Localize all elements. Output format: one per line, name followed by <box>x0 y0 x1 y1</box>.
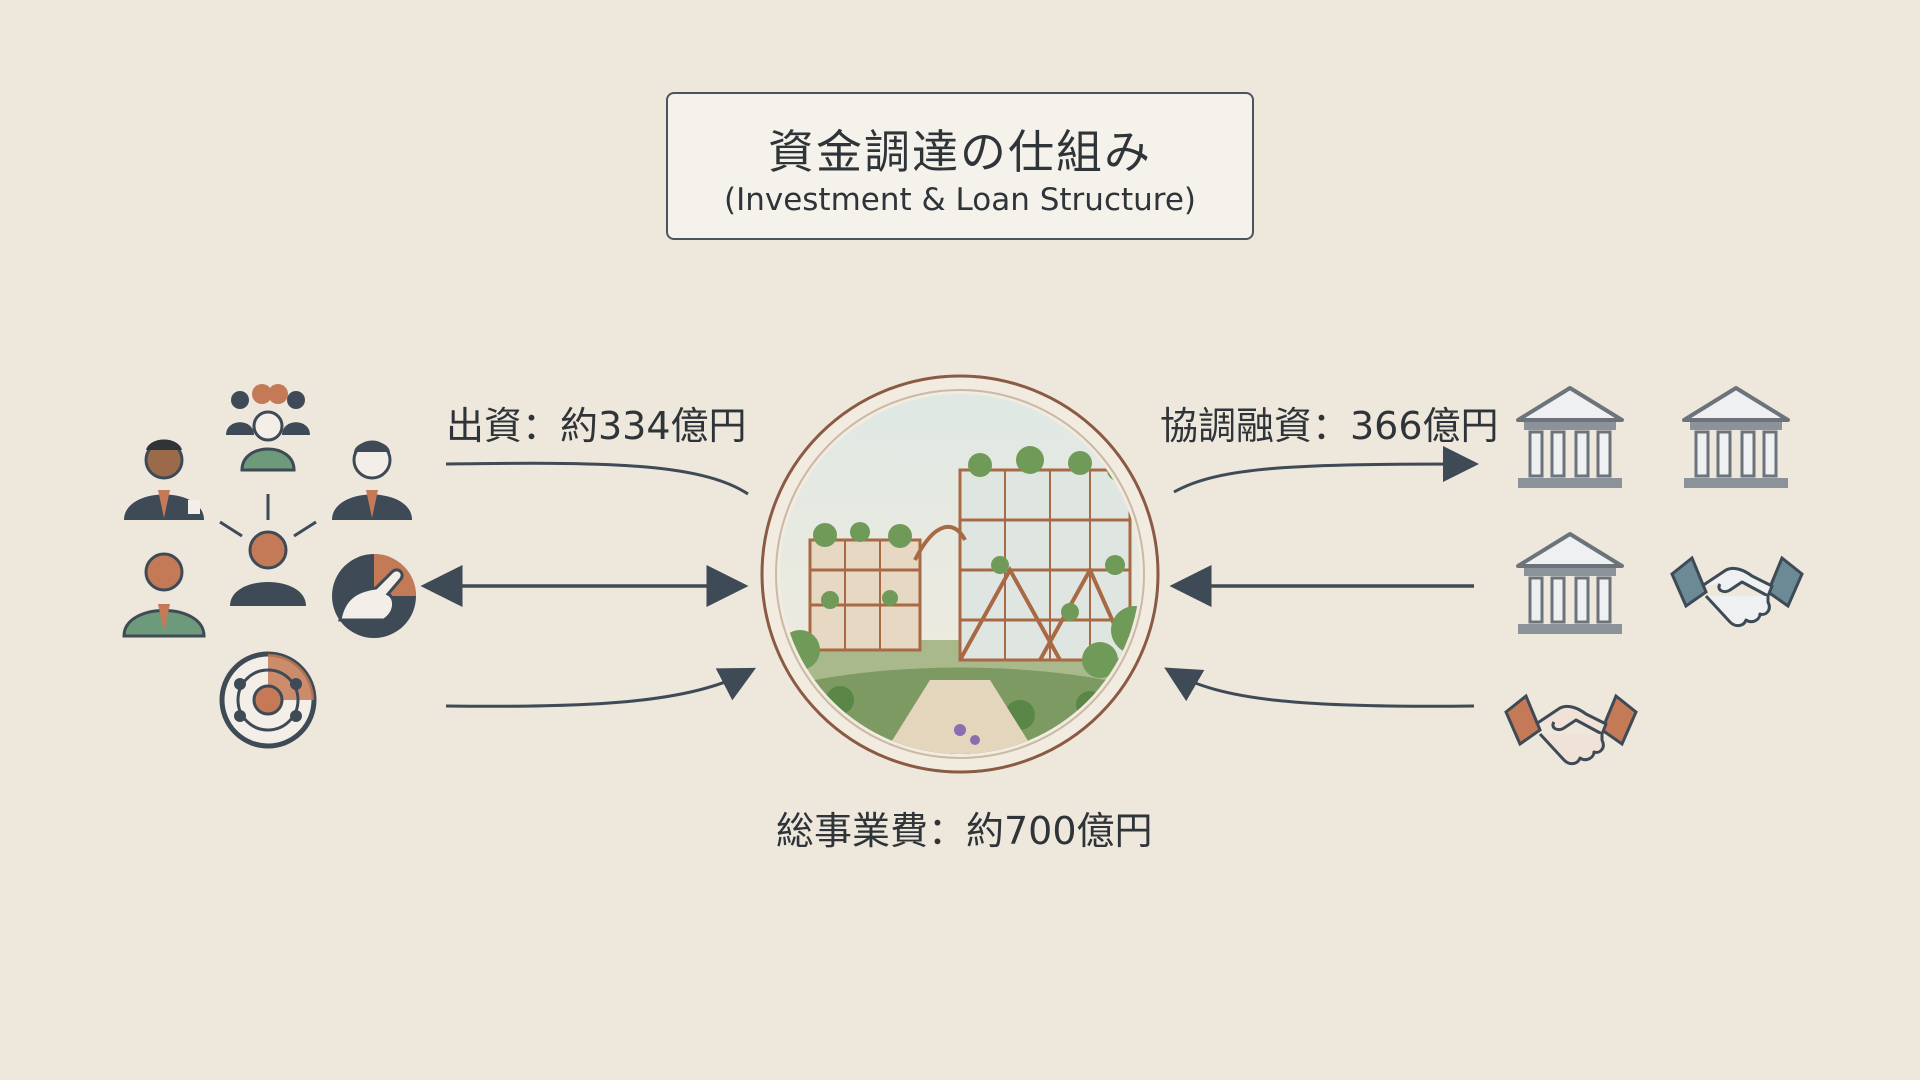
businessman-icon <box>122 552 206 638</box>
title-box: 資金調達の仕組み (Investment & Loan Structure) <box>666 92 1254 240</box>
group-icon <box>226 384 310 472</box>
loan-label: 協調融資：366億円 <box>1160 404 1499 448</box>
left-arrows <box>420 461 756 708</box>
network-hub-icon <box>219 651 317 749</box>
businessman-icon <box>124 439 204 520</box>
handshake-icon <box>1670 555 1804 628</box>
arrow-loan-bottom <box>1164 667 1475 708</box>
investor-group <box>122 384 416 749</box>
central-person-icon <box>230 530 306 606</box>
lender-group <box>1504 386 1804 766</box>
diagram-subtitle: (Investment & Loan Structure) <box>723 182 1197 218</box>
bank-icon <box>1516 532 1624 634</box>
arrow-investment-bottom <box>445 667 756 708</box>
bank-icon <box>1682 386 1790 488</box>
arrow-loan-out <box>1173 446 1479 494</box>
arrow-investment-top <box>445 461 749 496</box>
bank-icon <box>1516 386 1624 488</box>
handshake-icon <box>1504 693 1638 766</box>
total-cost-label: 総事業費：約700億円 <box>776 809 1153 853</box>
businessman-icon <box>332 440 412 520</box>
center-project-image <box>760 374 1160 774</box>
hand-pointing-icon <box>332 554 416 638</box>
right-arrows <box>1164 446 1479 708</box>
building-right <box>958 468 1132 662</box>
diagram-title: 資金調達の仕組み <box>768 125 1152 179</box>
investment-label: 出資：約334億円 <box>446 404 747 448</box>
